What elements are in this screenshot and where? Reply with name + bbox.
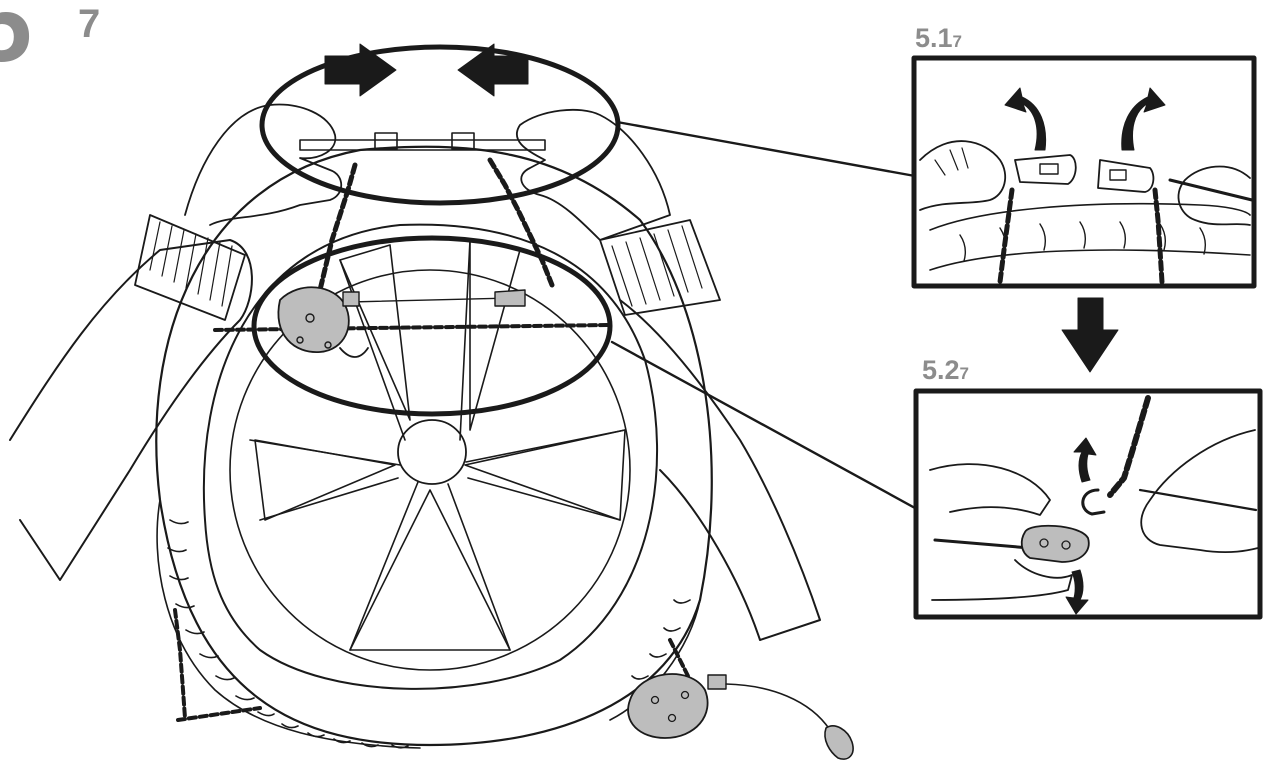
bottom-tensioner — [628, 674, 708, 738]
mid-chain — [215, 325, 610, 330]
curved-arrow-left-icon — [1005, 88, 1046, 150]
panel-5-2-left-hand — [930, 464, 1050, 515]
substep-label-5-2-number: 5.2 — [922, 355, 960, 385]
bottom-left-chain — [175, 610, 185, 718]
cable-end-hook — [825, 726, 853, 759]
push-arrow-left-icon — [458, 44, 528, 96]
rotate-up-arrow-icon — [1074, 438, 1096, 482]
substep-label-5-2-subscript: 7 — [960, 364, 969, 383]
panel-5-2-right-hand — [1141, 430, 1258, 552]
callout-ellipse-top — [262, 47, 618, 203]
panel-5-1-left-plate — [1015, 155, 1076, 184]
substep-label-5-1: 5.17 — [915, 25, 962, 52]
top-cable — [300, 140, 545, 150]
left-arm — [10, 240, 252, 580]
right-hand — [517, 110, 670, 240]
panel-5-2-hook — [1083, 490, 1104, 514]
down-arrow-icon — [1062, 298, 1118, 372]
curved-arrow-right-icon — [1122, 88, 1165, 150]
right-arm — [620, 300, 820, 640]
substep-label-5-2: 5.27 — [922, 357, 969, 384]
leader-line-5-1 — [617, 122, 915, 176]
substep-label-5-1-subscript: 7 — [953, 32, 962, 51]
panel-5-2-plate — [1022, 526, 1089, 562]
panel-5-2-chain — [1110, 398, 1148, 495]
panel-5-1-left-chain — [1000, 190, 1012, 282]
substep-label-5-1-number: 5.1 — [915, 23, 953, 53]
detail-panel-5-2 — [916, 391, 1260, 617]
hub — [398, 420, 466, 484]
rim-outline — [204, 225, 657, 689]
detail-panel-5-1 — [914, 58, 1254, 286]
